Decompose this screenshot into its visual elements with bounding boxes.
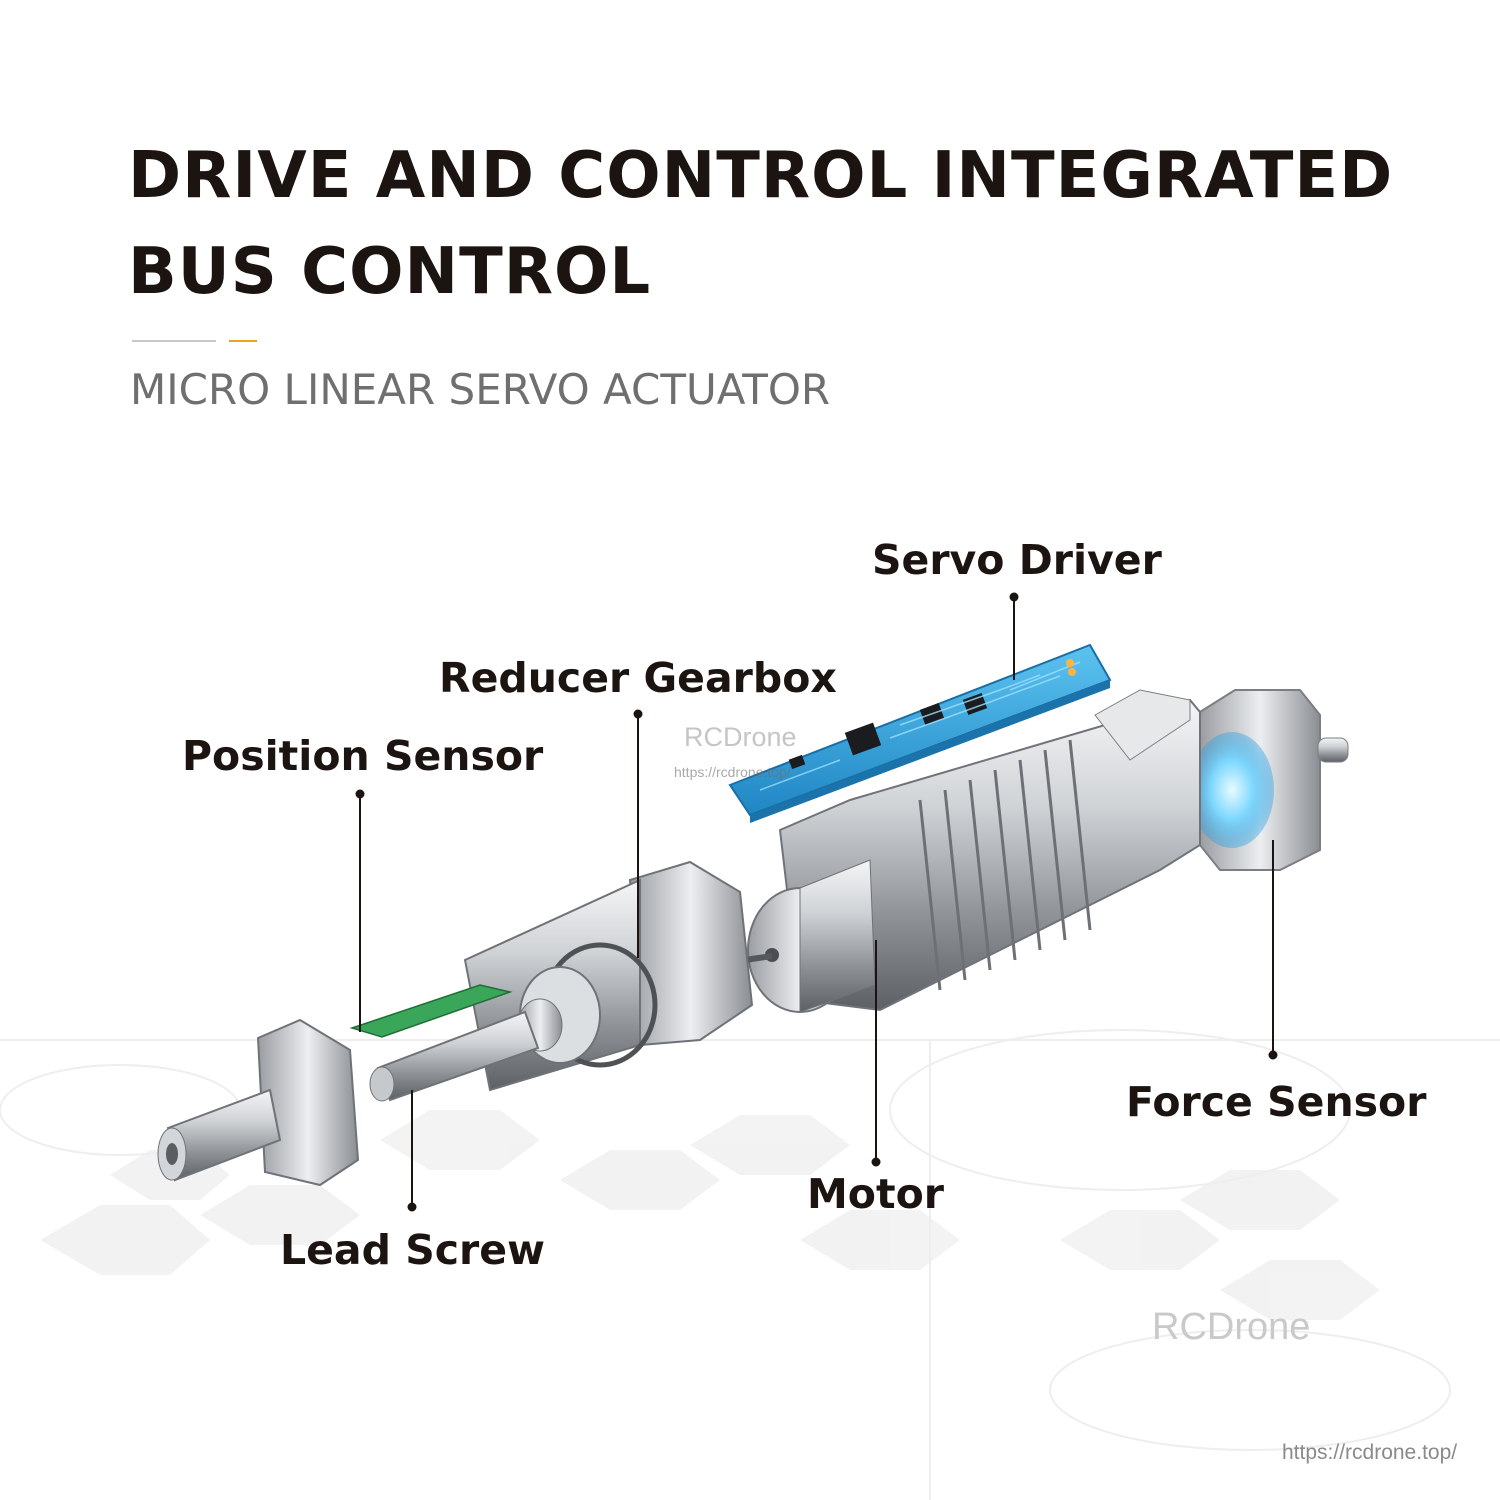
label-position-sensor: Position Sensor: [182, 732, 544, 780]
label-force-sensor: Force Sensor: [1126, 1078, 1427, 1126]
title-divider-accent: [229, 340, 257, 342]
watermark-brand-bottom: RCDrone: [1152, 1306, 1311, 1348]
hexagon-floor-pattern: [40, 1110, 1380, 1320]
title-line-2: BUS CONTROL: [128, 235, 652, 309]
force-sensor-block: [1190, 689, 1349, 871]
page-subtitle: MICRO LINEAR SERVO ACTUATOR: [130, 365, 831, 414]
leader-lines: [355, 592, 1278, 1212]
label-reducer-gearbox: Reducer Gearbox: [439, 654, 837, 702]
label-servo-driver: Servo Driver: [872, 536, 1162, 584]
title-line-1: DRIVE AND CONTROL INTEGRATED: [128, 139, 1394, 213]
label-lead-screw: Lead Screw: [280, 1226, 545, 1274]
title-divider: [132, 340, 216, 342]
label-motor: Motor: [807, 1170, 944, 1218]
lead-screw: [369, 1010, 540, 1102]
watermark-url-center: https://rcdrone.top/: [674, 764, 791, 780]
servo-driver-pcb: [728, 643, 1112, 823]
watermark-url-bottom: https://rcdrone.top/: [1282, 1441, 1458, 1464]
page-title: DRIVE AND CONTROL INTEGRATED BUS CONTROL: [128, 128, 1393, 320]
end-nut: [157, 1018, 360, 1187]
motor-housing: [744, 689, 1201, 1013]
watermark-brand-center: RCDrone: [684, 722, 797, 752]
